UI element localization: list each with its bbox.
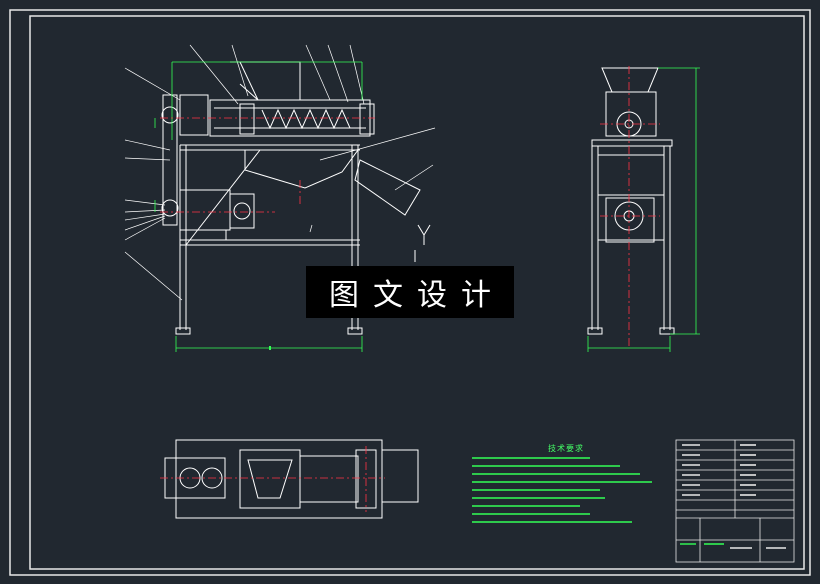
- outer-frame: [9, 9, 811, 576]
- front-view: [161, 61, 431, 335]
- side-view: [587, 67, 675, 335]
- inner-frame: [29, 15, 805, 570]
- side-dimensions: [587, 67, 700, 352]
- leader-lines: [124, 44, 436, 301]
- title-block-fill: [682, 444, 786, 549]
- side-centerline: [600, 66, 660, 348]
- technical-notes: [472, 457, 652, 523]
- centerlines: [160, 117, 375, 213]
- top-centerline: [160, 446, 385, 512]
- title-block: [675, 439, 795, 563]
- top-view: [164, 439, 419, 519]
- watermark-banner: 图文设计: [306, 266, 514, 318]
- dimension-lines: [154, 61, 363, 352]
- technical-requirements-title: 技术要求: [548, 444, 584, 453]
